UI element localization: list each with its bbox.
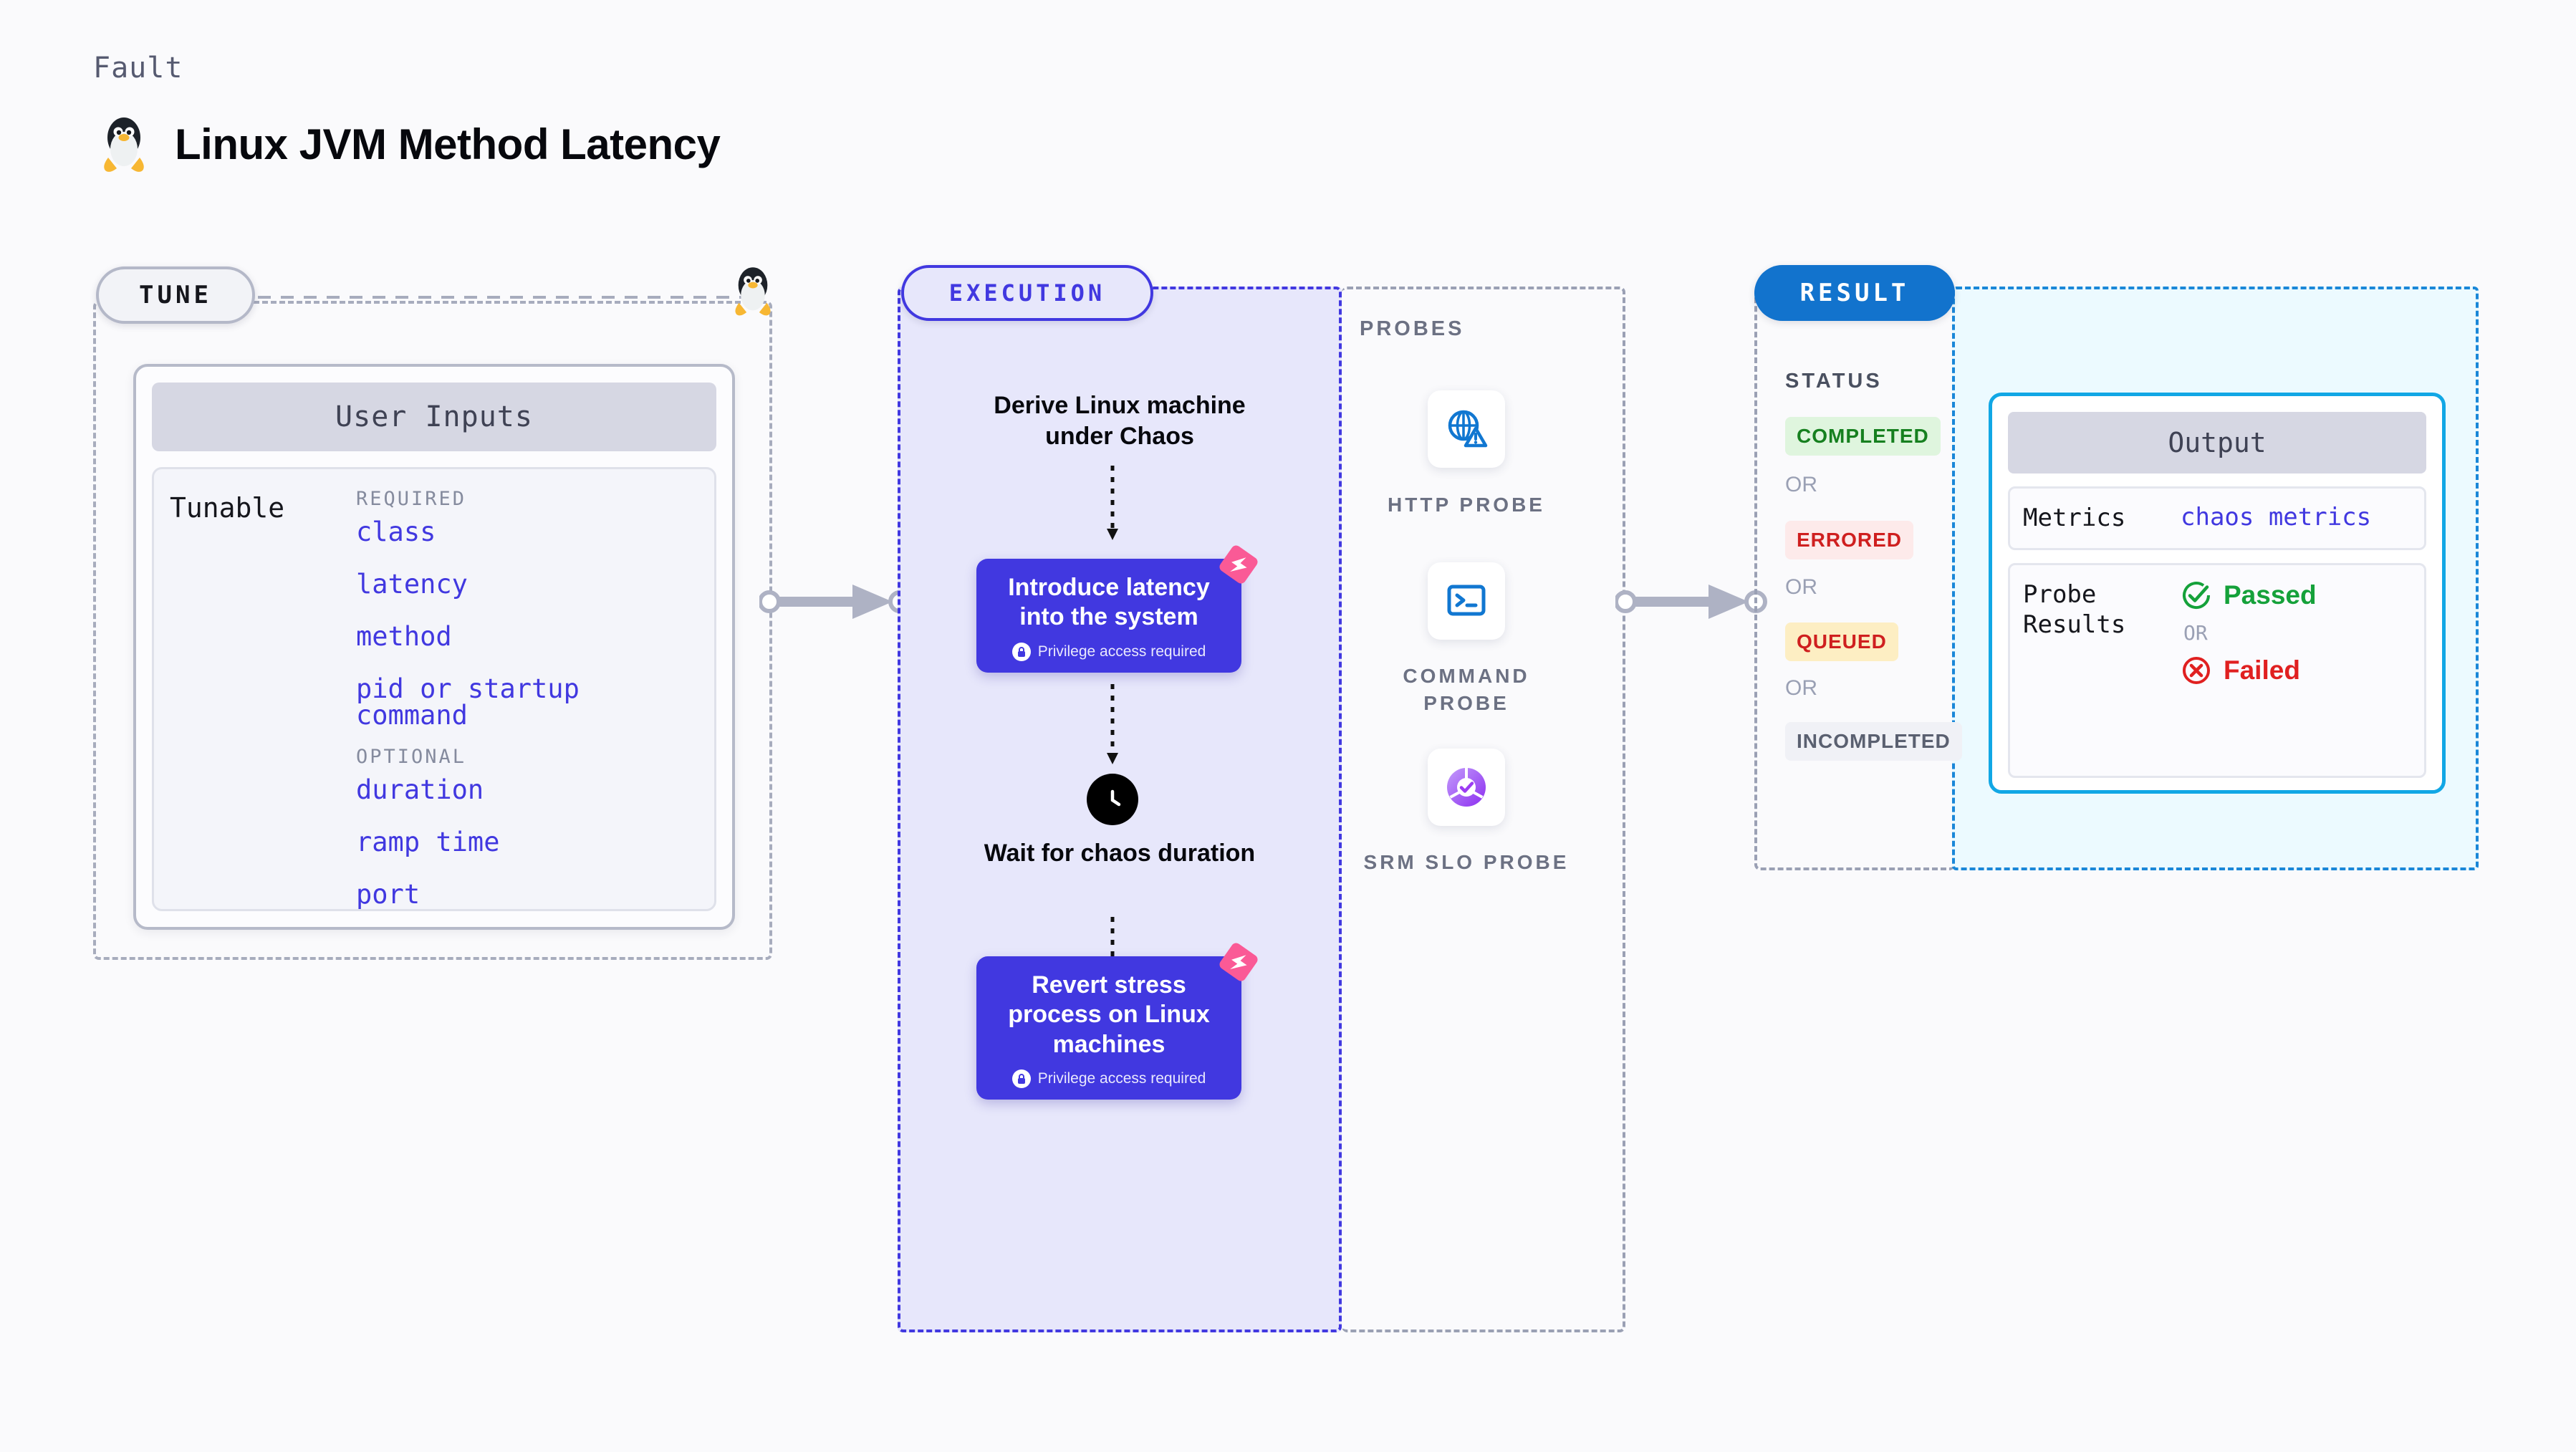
probes-title: PROBES <box>1360 317 1465 340</box>
status-or-3: OR <box>1785 676 1817 700</box>
tunable-box: Tunable REQUIRED class latency method pi… <box>152 467 716 911</box>
tune-panel <box>93 301 772 960</box>
probe-card-srm-slo[interactable] <box>1428 749 1505 826</box>
probe-result-passed: Passed <box>2181 580 2317 611</box>
check-circle-icon <box>2181 580 2212 611</box>
user-inputs-title: User Inputs <box>152 383 716 451</box>
x-circle-icon <box>2181 655 2212 686</box>
status-chip-incompleted: INCOMPLETED <box>1785 722 1962 761</box>
tune-top-connector <box>258 296 752 299</box>
page-title: Linux JVM Method Latency <box>175 120 721 168</box>
probe-result-failed: Failed <box>2181 655 2317 686</box>
lock-icon <box>1011 642 1031 661</box>
output-probe-results-row: Probe Results Passed OR <box>2008 562 2426 778</box>
execution-step-revert-title: Revert stress process on Linux machines <box>1008 971 1210 1058</box>
tunable-required-0[interactable]: class <box>356 516 436 547</box>
status-chip-completed: COMPLETED <box>1785 417 1941 456</box>
output-metrics-value[interactable]: chaos metrics <box>2181 503 2372 532</box>
probe-card-http[interactable] <box>1428 390 1505 468</box>
output-probe-results-key: Probe Results <box>2023 580 2126 640</box>
privilege-note-row-1: Privilege access required <box>989 642 1229 661</box>
execution-step-introduce-latency-title: Introduce latency into the system <box>1008 574 1210 631</box>
status-or-2: OR <box>1785 575 1817 599</box>
tunable-optional-1[interactable]: ramp time <box>356 827 500 857</box>
tunable-list: REQUIRED class latency method pid or sta… <box>356 488 701 908</box>
arrow-step1-to-step2 <box>1107 466 1118 540</box>
chaos-tag-icon <box>1217 941 1260 984</box>
clock-icon <box>1087 774 1138 825</box>
status-chip-queued: QUEUED <box>1785 622 1898 661</box>
execution-step-wait: Wait for chaos duration <box>984 840 1256 867</box>
tunable-required-1[interactable]: latency <box>356 569 468 600</box>
probe-result-or: OR <box>2183 620 2208 645</box>
user-inputs-card: User Inputs Tunable REQUIRED class laten… <box>133 364 735 930</box>
execution-step-derive: Derive Linux machine under Chaos <box>994 392 1246 450</box>
execution-step-revert[interactable]: Revert stress process on Linux machines … <box>976 943 1258 1100</box>
probe-label-command: COMMAND PROBE <box>1403 665 1530 714</box>
privilege-note-1: Privilege access required <box>1037 643 1206 660</box>
chaos-tag-icon <box>1217 543 1260 586</box>
terminal-icon <box>1444 581 1489 621</box>
execution-step-introduce-latency[interactable]: Introduce latency into the system Privil… <box>976 545 1258 673</box>
tunable-required-3[interactable]: pid or startup command <box>356 673 580 731</box>
arrow-probes-to-result <box>1615 585 1767 619</box>
page-kicker: Fault <box>93 52 183 85</box>
tunable-required-2[interactable]: method <box>356 621 452 652</box>
required-heading: REQUIRED <box>356 488 467 510</box>
output-metrics-key: Metrics <box>2023 504 2126 532</box>
arrow-tune-to-execution <box>759 585 911 619</box>
output-probe-results-values: Passed OR Failed <box>2181 580 2317 761</box>
linux-penguin-icon-corner <box>731 264 775 318</box>
arrow-step2-to-step3 <box>1107 684 1118 764</box>
probe-label-srm-slo: SRM SLO PROBE <box>1363 851 1570 873</box>
probe-label-http: HTTP PROBE <box>1388 494 1545 516</box>
tunable-label: Tunable <box>170 492 285 524</box>
output-title: Output <box>2008 412 2426 473</box>
status-chip-errored: ERRORED <box>1785 521 1914 559</box>
page-title-row: Linux JVM Method Latency <box>99 113 721 175</box>
globe-warning-icon <box>1444 407 1489 451</box>
probe-result-passed-label: Passed <box>2224 580 2317 610</box>
output-metrics-row: Metrics chaos metrics <box>2008 486 2426 550</box>
output-card: Output Metrics chaos metrics Probe Resul… <box>1989 393 2446 794</box>
result-badge: RESULT <box>1754 265 1955 321</box>
status-title: STATUS <box>1785 370 1883 393</box>
probe-result-failed-label: Failed <box>2224 655 2300 685</box>
privilege-note-2: Privilege access required <box>1037 1070 1206 1087</box>
status-or-1: OR <box>1785 473 1817 496</box>
tunable-optional-0[interactable]: duration <box>356 774 484 805</box>
linux-penguin-icon <box>99 113 149 175</box>
privilege-note-row-2: Privilege access required <box>989 1069 1229 1089</box>
tunable-optional-2[interactable]: port <box>356 879 420 910</box>
lock-icon <box>1011 1069 1031 1089</box>
execution-badge: EXECUTION <box>901 265 1153 321</box>
slo-donut-check-icon <box>1443 764 1489 810</box>
tune-badge: TUNE <box>96 266 255 324</box>
probe-card-command[interactable] <box>1428 562 1505 640</box>
optional-heading: OPTIONAL <box>356 746 467 768</box>
